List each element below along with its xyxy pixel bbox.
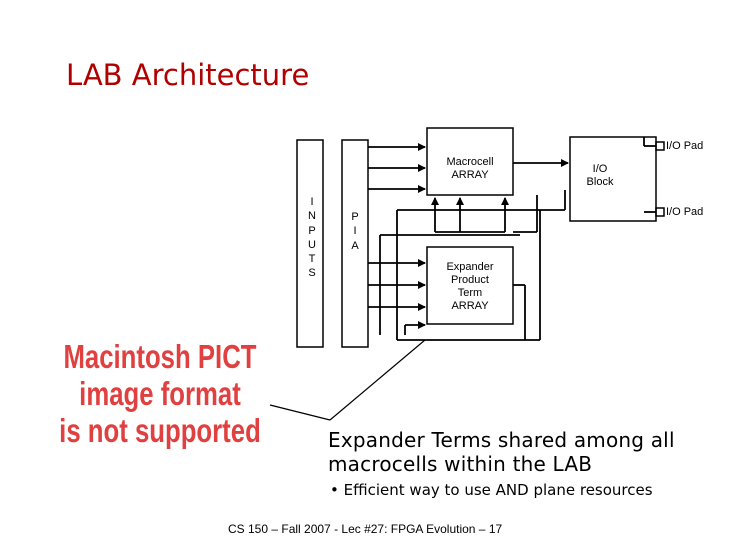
slide-title: LAB Architecture <box>66 58 310 92</box>
inputs-block <box>296 139 324 348</box>
bullet-text: Efficient way to use AND plane resources <box>343 481 653 499</box>
pia-label: P I A <box>351 211 359 252</box>
slide-footer: CS 150 – Fall 2007 - Lec #27: FPGA Evolu… <box>228 522 503 536</box>
io-block-label: I/O Block <box>586 163 614 188</box>
io-block <box>569 136 657 222</box>
callout-text: Expander Terms shared among all macrocel… <box>328 428 675 476</box>
bullet-point: • Efficient way to use AND plane resourc… <box>330 481 653 499</box>
macrocell-array-block <box>426 127 514 196</box>
bullet-symbol: • <box>330 481 339 499</box>
pia-block <box>341 139 369 348</box>
io-pad-top-label: I/O Pad <box>666 140 704 152</box>
unsupported-image-placeholder: Macintosh PICT image format is not suppo… <box>59 338 261 449</box>
io-pad-bottom-square <box>655 207 665 217</box>
inputs-label: I N P U T S <box>308 196 316 280</box>
io-pad-bottom-label: I/O Pad <box>666 206 704 218</box>
macrocell-label: Macrocell ARRAY <box>446 156 494 181</box>
expander-label: Expander Product Term ARRAY <box>446 261 494 312</box>
io-pad-top-square <box>655 141 665 151</box>
